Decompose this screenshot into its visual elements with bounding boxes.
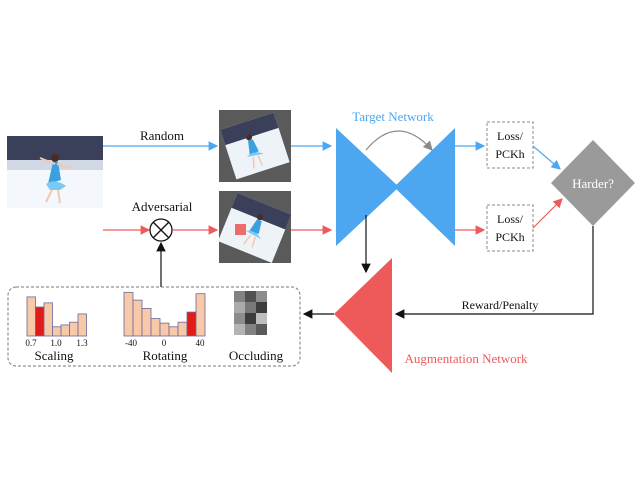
occluding-cell-3-1 — [245, 324, 256, 335]
rotating-bar-1 — [132, 299, 143, 337]
rotating-histogram — [123, 291, 206, 337]
loss-bottom-to-decision-arrow — [532, 198, 563, 229]
rotating-tick-2: 40 — [196, 338, 206, 348]
occluding-cell-0-0 — [234, 291, 245, 302]
rotating-bar-0 — [123, 291, 134, 337]
rotating-bar-7 — [186, 311, 197, 337]
target-network — [336, 128, 455, 246]
reward-penalty-arrow — [394, 226, 594, 319]
occluding-cell-2-0 — [234, 313, 245, 324]
scaling-bar-3 — [52, 326, 62, 337]
occluding-cell-1-0 — [234, 302, 245, 313]
reward-penalty-label: Reward/Penalty — [462, 298, 539, 312]
scaling-label: Scaling — [35, 348, 74, 363]
rotating-bar-2 — [141, 307, 152, 337]
augmentation-network — [334, 258, 392, 373]
scaling-histogram — [26, 296, 87, 337]
rotating-tick-0: -40 — [125, 338, 137, 348]
occluding-grid — [234, 291, 267, 335]
target-network-label: Target Network — [352, 109, 434, 124]
otimes-icon — [149, 218, 173, 242]
scaling-bar-4 — [60, 324, 70, 337]
input-image — [7, 136, 103, 208]
loss-top-to-decision-arrow — [532, 145, 561, 170]
scaling-tick-0: 0.7 — [25, 338, 37, 348]
occluding-cell-2-1 — [245, 313, 256, 324]
occluding-cell-3-2 — [256, 324, 267, 335]
scaling-bar-5 — [69, 321, 79, 337]
rotating-label: Rotating — [143, 348, 188, 363]
rotating-bar-6 — [177, 321, 188, 337]
scaling-bar-1 — [35, 306, 45, 337]
rotating-bar-5 — [168, 326, 179, 337]
rotating-bar-8 — [195, 293, 206, 337]
adversarial-augmented-image — [217, 191, 292, 263]
scaling-tick-1: 1.0 — [50, 338, 62, 348]
random-label: Random — [140, 128, 184, 143]
skip-connection-arrow — [365, 130, 433, 151]
adversarial-label: Adversarial — [132, 199, 193, 214]
harder-decision-diamond: Harder? — [551, 140, 635, 226]
scaling-bar-6 — [77, 313, 87, 337]
loss-bottom-line1: Loss/ — [497, 212, 524, 226]
harder-label: Harder? — [572, 176, 614, 191]
occluding-cell-1-1 — [245, 302, 256, 313]
rotating-bar-4 — [159, 322, 170, 337]
loss-top-line2: PCKh — [495, 147, 524, 161]
rotating-bar-3 — [150, 318, 161, 337]
loss-top-line1: Loss/ — [497, 129, 524, 143]
occluding-cell-1-2 — [256, 302, 267, 313]
scaling-tick-2: 1.3 — [76, 338, 88, 348]
occluding-label: Occluding — [229, 348, 284, 363]
occluding-cell-0-1 — [245, 291, 256, 302]
scaling-bar-2 — [43, 302, 53, 337]
occlusion-patch — [235, 224, 246, 235]
loss-box-bottom: Loss/ PCKh — [486, 204, 534, 252]
occluding-cell-2-2 — [256, 313, 267, 324]
random-augmented-image — [219, 110, 291, 182]
occluding-cell-0-2 — [256, 291, 267, 302]
scaling-bar-0 — [26, 296, 36, 337]
rotating-tick-1: 0 — [162, 338, 167, 348]
loss-bottom-line2: PCKh — [495, 230, 524, 244]
augmentation-network-label: Augmentation Network — [404, 351, 528, 366]
occluding-cell-3-0 — [234, 324, 245, 335]
loss-box-top: Loss/ PCKh — [486, 121, 534, 169]
